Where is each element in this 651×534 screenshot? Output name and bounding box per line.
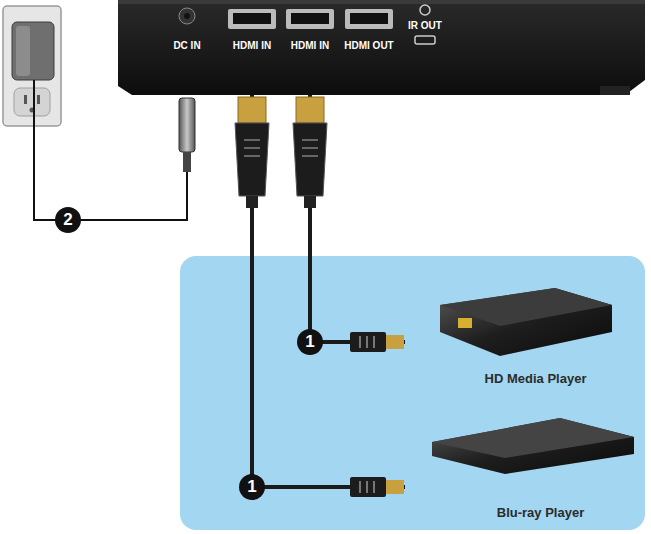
player-box: HD Media Player <box>405 280 630 390</box>
dc-plug <box>179 98 195 172</box>
device-label: HD Media Player <box>405 371 630 386</box>
port-label: IR OUT <box>408 20 442 31</box>
hdmi-plug <box>235 97 269 208</box>
media-player-illustration <box>440 288 612 356</box>
hdmi-cable <box>252 95 405 487</box>
callout-number: 1 <box>239 474 265 500</box>
wall-outlet <box>3 6 61 126</box>
port-label: HDMI IN <box>291 40 329 51</box>
port-label: HDMI OUT <box>344 40 393 51</box>
player-box: Blu-ray Player <box>405 410 640 524</box>
port-label: DC IN <box>173 40 200 51</box>
small-hdmi-plug <box>350 477 404 497</box>
bluray-player-illustration <box>432 418 634 474</box>
device-box <box>118 0 645 95</box>
power-adapter <box>12 22 54 80</box>
small-hdmi-plug <box>350 332 404 352</box>
port-label: HDMI IN <box>233 40 271 51</box>
device-label: Blu-ray Player <box>405 505 640 520</box>
hdmi-plug <box>293 97 327 208</box>
power-wire <box>34 80 187 220</box>
callout-number: 1 <box>297 329 323 355</box>
callout-number: 2 <box>55 207 81 233</box>
device-box: DC IN HDMI IN HDMI IN HDMI OUT IR OUT <box>115 0 645 95</box>
device-panel <box>180 256 645 530</box>
